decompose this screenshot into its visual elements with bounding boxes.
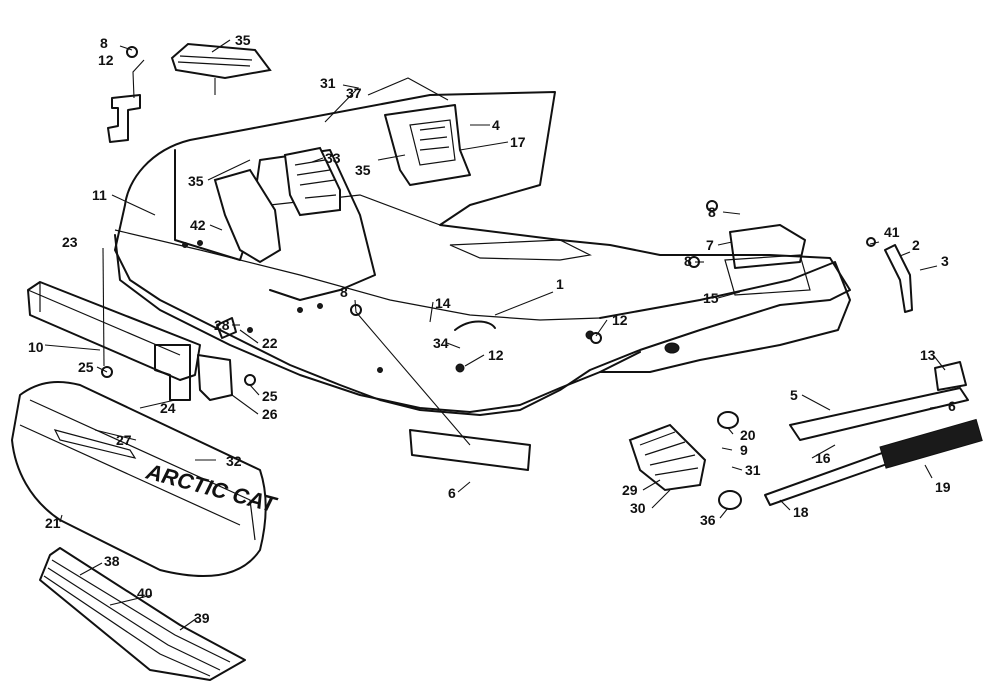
washer-12b — [590, 332, 602, 344]
callout-27: 27 — [116, 432, 132, 448]
callout-40: 40 — [137, 585, 153, 601]
bumper-side-bracket — [197, 354, 233, 401]
callout-35: 35 — [355, 162, 371, 178]
callout-8: 8 — [100, 35, 108, 51]
callout-15: 15 — [703, 290, 719, 306]
grommet-20 — [717, 411, 739, 429]
footrest-bracket-15 — [724, 254, 811, 296]
upper-bracket — [107, 94, 141, 143]
bracket-13 — [934, 361, 967, 391]
callout-12: 12 — [612, 312, 628, 328]
callout-13: 13 — [920, 347, 936, 363]
callout-25: 25 — [262, 388, 278, 404]
belly-pan-side — [114, 234, 641, 413]
top-vent-35 — [170, 42, 272, 80]
callout-25: 25 — [78, 359, 94, 375]
callout-20: 20 — [740, 427, 756, 443]
console-vent — [409, 119, 456, 166]
callout-7: 7 — [706, 237, 714, 253]
bumper-bar-10 — [27, 281, 201, 381]
callout-21: 21 — [45, 515, 61, 531]
callout-2: 2 — [912, 237, 920, 253]
nose-cone-21: ARCTIC CAT — [11, 381, 280, 577]
nose-cone-logo: ARCTIC CAT — [143, 458, 280, 517]
clamp-36 — [718, 490, 742, 510]
callout-6: 6 — [448, 485, 456, 501]
callout-8: 8 — [708, 204, 716, 220]
reflector-19 — [879, 418, 983, 469]
callout-35: 35 — [235, 32, 251, 48]
callout-3: 3 — [941, 253, 949, 269]
callouts: 8 12 35 31 37 4 17 35 33 35 11 42 23 8 7… — [28, 32, 956, 626]
callout-32: 32 — [226, 453, 242, 469]
callout-22: 22 — [262, 335, 278, 351]
callout-23: 23 — [62, 234, 78, 250]
nose-cone-inner — [19, 399, 256, 541]
callout-35: 35 — [188, 173, 204, 189]
callout-30: 30 — [630, 500, 646, 516]
air-duct-42 — [213, 168, 282, 264]
bumper-mount-bracket — [154, 344, 191, 401]
callout-9: 9 — [740, 442, 748, 458]
handle-2 — [884, 244, 913, 313]
top-vent-35-shade — [177, 55, 253, 67]
grille-trim-outline — [39, 547, 246, 681]
boot-29-ribs — [639, 431, 699, 476]
callout-4: 4 — [492, 117, 500, 133]
callout-10: 10 — [28, 339, 44, 355]
nut-25b — [244, 374, 256, 386]
callout-18: 18 — [793, 504, 809, 520]
callout-31: 31 — [320, 75, 336, 91]
callout-42: 42 — [190, 217, 206, 233]
callout-41: 41 — [884, 224, 900, 240]
callout-33: 33 — [325, 150, 341, 166]
console-panel — [384, 104, 471, 186]
nose-stripe-27 — [53, 429, 137, 459]
callout-37: 37 — [346, 85, 362, 101]
callout-12: 12 — [488, 347, 504, 363]
callout-39: 39 — [194, 610, 210, 626]
grille-trim — [39, 547, 246, 681]
callout-24: 24 — [160, 400, 176, 416]
callout-17: 17 — [510, 134, 526, 150]
leader-lines — [44, 39, 946, 631]
callout-16: 16 — [815, 450, 831, 466]
footrest-bracket-7 — [729, 224, 806, 269]
callout-31: 31 — [745, 462, 761, 478]
air-duct-33-ribs — [294, 159, 337, 199]
hood-top-outline — [114, 91, 851, 416]
callout-26: 26 — [262, 406, 278, 422]
rim-fastener-holes — [182, 240, 595, 373]
callout-1: 1 — [556, 276, 564, 292]
callout-34: 34 — [433, 335, 449, 351]
knob-22 — [216, 317, 237, 339]
callout-38: 38 — [104, 553, 120, 569]
grille-trim-stripes — [43, 559, 231, 677]
callout-8: 8 — [340, 284, 348, 300]
callout-5: 5 — [790, 387, 798, 403]
callout-8: 8 — [684, 253, 692, 269]
callout-11: 11 — [92, 187, 107, 203]
step-plate — [409, 429, 531, 471]
nut-8b — [706, 200, 718, 212]
hole-right-panel — [664, 342, 680, 354]
callout-28: 28 — [214, 317, 230, 333]
hood-assembly — [114, 91, 851, 429]
nose-cone-outline — [11, 381, 267, 577]
side-rail-5 — [789, 387, 969, 441]
callout-6: 6 — [948, 398, 956, 414]
rivet-41 — [866, 237, 876, 247]
belly-pan-inner-edge — [114, 229, 601, 321]
callout-19: 19 — [935, 479, 951, 495]
callout-14: 14 — [435, 295, 451, 311]
hardware-set — [101, 46, 876, 386]
callout-12: 12 — [98, 52, 114, 68]
callout-29: 29 — [622, 482, 638, 498]
firewall — [174, 149, 376, 301]
cable-34 — [454, 320, 496, 331]
right-side-panel — [599, 261, 851, 373]
callout-36: 36 — [700, 512, 716, 528]
